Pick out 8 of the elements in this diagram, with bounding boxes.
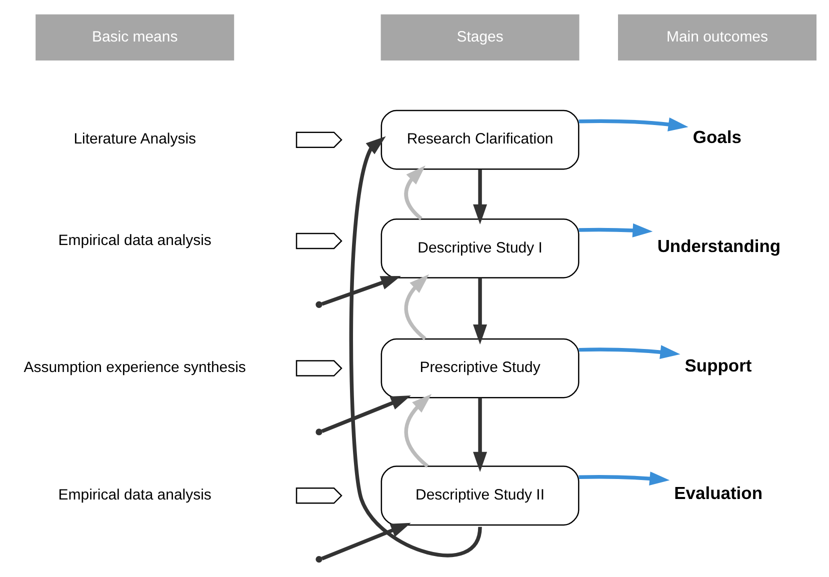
node-text: Empirical data analysis <box>58 486 212 504</box>
node-text: Support <box>684 356 752 376</box>
node-text: Evaluation <box>674 483 763 504</box>
node-text: Empirical data analysis <box>58 232 212 249</box>
node-text: Goals <box>692 127 742 148</box>
node-text: Literature Analysis <box>74 130 196 148</box>
node-text: Assumption experience synthesis <box>24 359 246 376</box>
node-text: Understanding <box>657 236 781 256</box>
